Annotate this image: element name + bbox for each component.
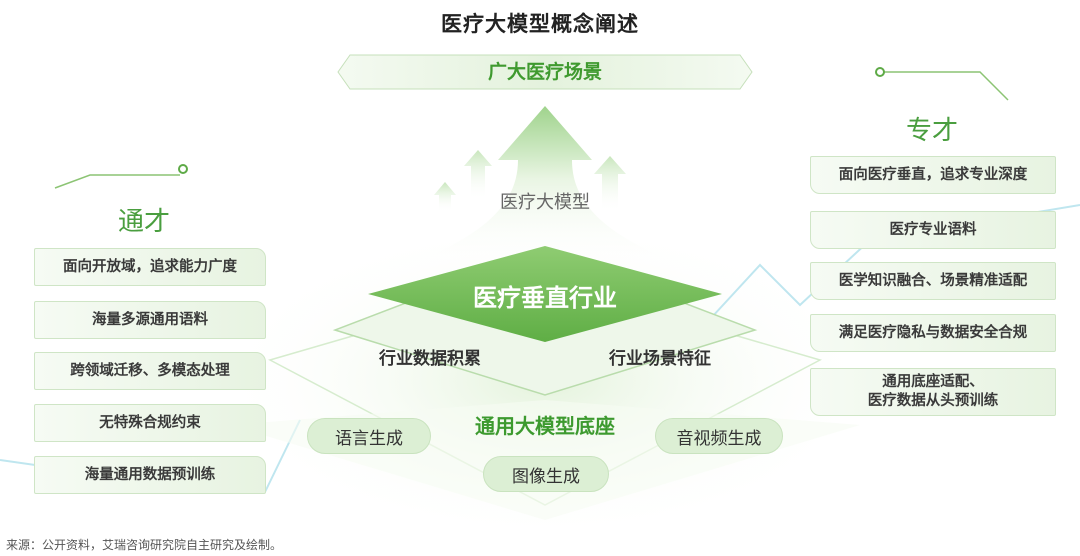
source-note: 来源：公开资料，艾瑞咨询研究院自主研究及绘制。 xyxy=(6,538,283,552)
modality-pill: 语言生成 xyxy=(307,418,431,454)
banner-shape xyxy=(337,54,753,90)
right-item: 面向医疗垂直，追求专业深度 xyxy=(810,156,1056,194)
connector-line xyxy=(54,174,180,189)
top-diamond xyxy=(368,246,722,342)
right-item: 通用底座适配、 医疗数据从头预训练 xyxy=(810,368,1056,416)
big-arrow-icon xyxy=(400,106,690,268)
connector-dot xyxy=(875,67,885,77)
page-title: 医疗大模型概念阐述 xyxy=(441,12,639,36)
left-item: 海量通用数据预训练 xyxy=(34,456,266,494)
small-arrow-icon xyxy=(434,182,456,212)
left-item: 无特殊合规约束 xyxy=(34,404,266,442)
core-right-label: 行业场景特征 xyxy=(609,349,711,369)
connector-line xyxy=(883,71,1009,101)
core-left-label: 行业数据积累 xyxy=(379,349,481,369)
left-panel-title: 通才 xyxy=(118,207,171,237)
right-item: 医学知识融合、场景精准适配 xyxy=(810,262,1056,300)
left-item: 海量多源通用语料 xyxy=(34,301,266,339)
right-panel-title: 专才 xyxy=(906,116,959,146)
arrow-label: 医疗大模型 xyxy=(500,192,590,213)
core-top-label: 医疗垂直行业 xyxy=(473,284,617,312)
core-base-label: 通用大模型底座 xyxy=(475,414,615,438)
right-item: 满足医疗隐私与数据安全合规 xyxy=(810,314,1056,352)
right-item: 医疗专业语料 xyxy=(810,211,1056,249)
modality-pill: 图像生成 xyxy=(483,456,609,492)
banner-label: 广大医疗场景 xyxy=(487,61,602,83)
small-arrow-icon xyxy=(594,156,626,212)
small-arrow-icon xyxy=(464,150,492,200)
modality-pill: 音视频生成 xyxy=(655,418,783,454)
connector-dot xyxy=(178,164,188,174)
left-item: 跨领域迁移、多模态处理 xyxy=(34,352,266,390)
left-item: 面向开放域，追求能力广度 xyxy=(34,248,266,286)
